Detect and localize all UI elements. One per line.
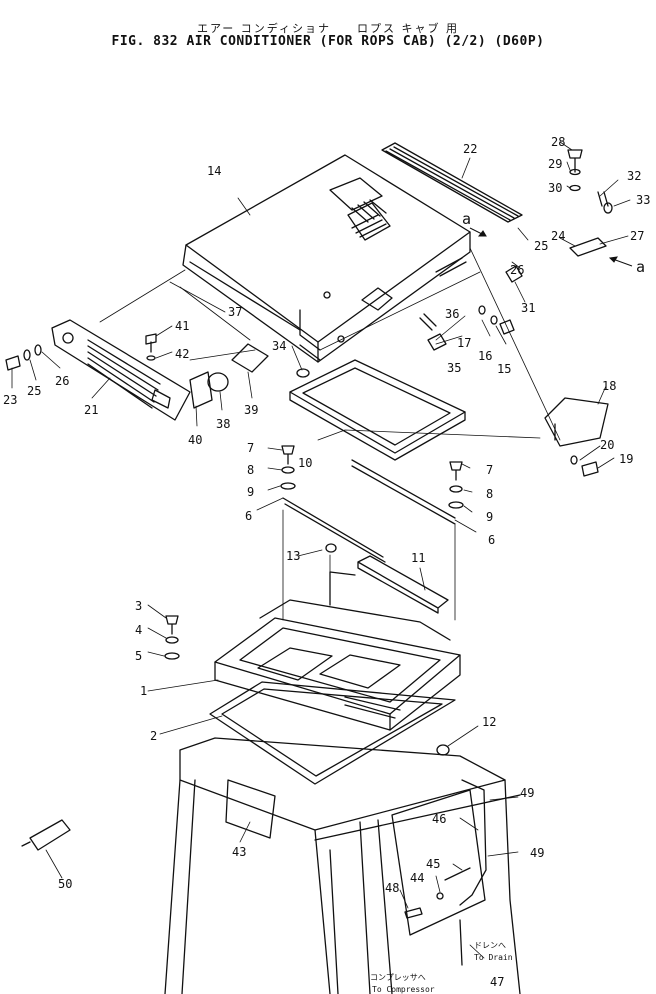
routing-notes: ドレンへ To Drain コンプレッサへ To Compressor bbox=[370, 941, 513, 994]
callout-35: 35 bbox=[447, 361, 461, 375]
callout-24: 24 bbox=[551, 229, 565, 243]
gasket-2 bbox=[209, 681, 456, 785]
ref-mark-a-right: a bbox=[636, 258, 645, 276]
callout-29: 29 bbox=[548, 157, 562, 171]
callout-18: 18 bbox=[602, 379, 616, 393]
callout-labels: 1 2 3 4 5 6 6 7 7 8 8 9 9 10 11 12 13 14… bbox=[3, 135, 650, 989]
callout-42: 42 bbox=[175, 347, 189, 361]
callout-7-right: 7 bbox=[486, 463, 493, 477]
callout-9-left: 9 bbox=[247, 485, 254, 499]
callout-28: 28 bbox=[551, 135, 565, 149]
callout-17: 17 bbox=[457, 336, 471, 350]
callout-25-right: 25 bbox=[534, 239, 548, 253]
callout-49-lower: 49 bbox=[530, 846, 544, 860]
callout-43: 43 bbox=[232, 845, 246, 859]
bracket-6-left bbox=[282, 497, 386, 563]
louver-22 bbox=[381, 142, 523, 223]
callout-30: 30 bbox=[548, 181, 562, 195]
callout-36: 36 bbox=[445, 307, 459, 321]
callout-13: 13 bbox=[286, 549, 300, 563]
callout-34: 34 bbox=[272, 339, 286, 353]
callout-47: 47 bbox=[490, 975, 504, 989]
callout-46: 46 bbox=[432, 812, 446, 826]
callout-15: 15 bbox=[497, 362, 511, 376]
callout-48: 48 bbox=[385, 881, 399, 895]
callout-33: 33 bbox=[636, 193, 650, 207]
callout-26-right: 26 bbox=[510, 263, 524, 277]
callout-5: 5 bbox=[135, 649, 142, 663]
callout-6-right: 6 bbox=[488, 533, 495, 547]
callout-32: 32 bbox=[627, 169, 641, 183]
callout-25-left: 25 bbox=[27, 384, 41, 398]
callout-23: 23 bbox=[3, 393, 17, 407]
callout-49-upper: 49 bbox=[520, 786, 534, 800]
drain-note-en: To Drain bbox=[474, 953, 513, 962]
front-grille-21 bbox=[51, 319, 191, 421]
callout-31: 31 bbox=[521, 301, 535, 315]
callout-7-left: 7 bbox=[247, 441, 254, 455]
callout-1: 1 bbox=[140, 684, 147, 698]
callout-11: 11 bbox=[411, 551, 425, 565]
callout-37: 37 bbox=[228, 305, 242, 319]
callout-19: 19 bbox=[619, 452, 633, 466]
callout-45: 45 bbox=[426, 857, 440, 871]
cover-assembly bbox=[182, 154, 471, 363]
figure-title-japanese: エアー コンディショナ ロプス キャブ 用 bbox=[196, 22, 460, 35]
ref-mark-a-upper: a bbox=[462, 210, 471, 228]
callout-26-left: 26 bbox=[55, 374, 69, 388]
callout-39: 39 bbox=[244, 403, 258, 417]
callout-21: 21 bbox=[84, 403, 98, 417]
callout-8-left: 8 bbox=[247, 463, 254, 477]
callout-14: 14 bbox=[207, 164, 221, 178]
callout-22: 22 bbox=[463, 142, 477, 156]
bracket-6-right bbox=[351, 459, 456, 525]
compressor-note-jp: コンプレッサへ bbox=[370, 973, 426, 982]
figure-title: FIG. 832 AIR CONDITIONER (FOR ROPS CAB) … bbox=[111, 34, 545, 49]
callout-4: 4 bbox=[135, 623, 142, 637]
drain-note-jp: ドレンへ bbox=[474, 941, 506, 950]
callout-12: 12 bbox=[482, 715, 496, 729]
duct-11 bbox=[357, 555, 449, 614]
callout-50: 50 bbox=[58, 877, 72, 891]
callout-16: 16 bbox=[478, 349, 492, 363]
callout-27: 27 bbox=[630, 229, 644, 243]
callout-38: 38 bbox=[216, 417, 230, 431]
callout-2: 2 bbox=[150, 729, 157, 743]
seal-frame-10 bbox=[289, 359, 466, 461]
callout-9-right: 9 bbox=[486, 510, 493, 524]
compressor-note-en: To Compressor bbox=[372, 985, 435, 994]
cab-outline bbox=[164, 737, 521, 994]
ref-arrows bbox=[469, 227, 633, 267]
callout-8-right: 8 bbox=[486, 487, 493, 501]
drain-hose-46 bbox=[459, 779, 487, 906]
evaporator-unit-1 bbox=[214, 571, 461, 731]
callout-3: 3 bbox=[135, 599, 142, 613]
callout-44: 44 bbox=[410, 871, 424, 885]
leader-lines bbox=[11, 141, 631, 959]
hardware-parts bbox=[5, 149, 613, 966]
callout-10: 10 bbox=[298, 456, 312, 470]
callout-6-left: 6 bbox=[245, 509, 252, 523]
callout-41: 41 bbox=[175, 319, 189, 333]
callout-20: 20 bbox=[600, 438, 614, 452]
callout-40: 40 bbox=[188, 433, 202, 447]
